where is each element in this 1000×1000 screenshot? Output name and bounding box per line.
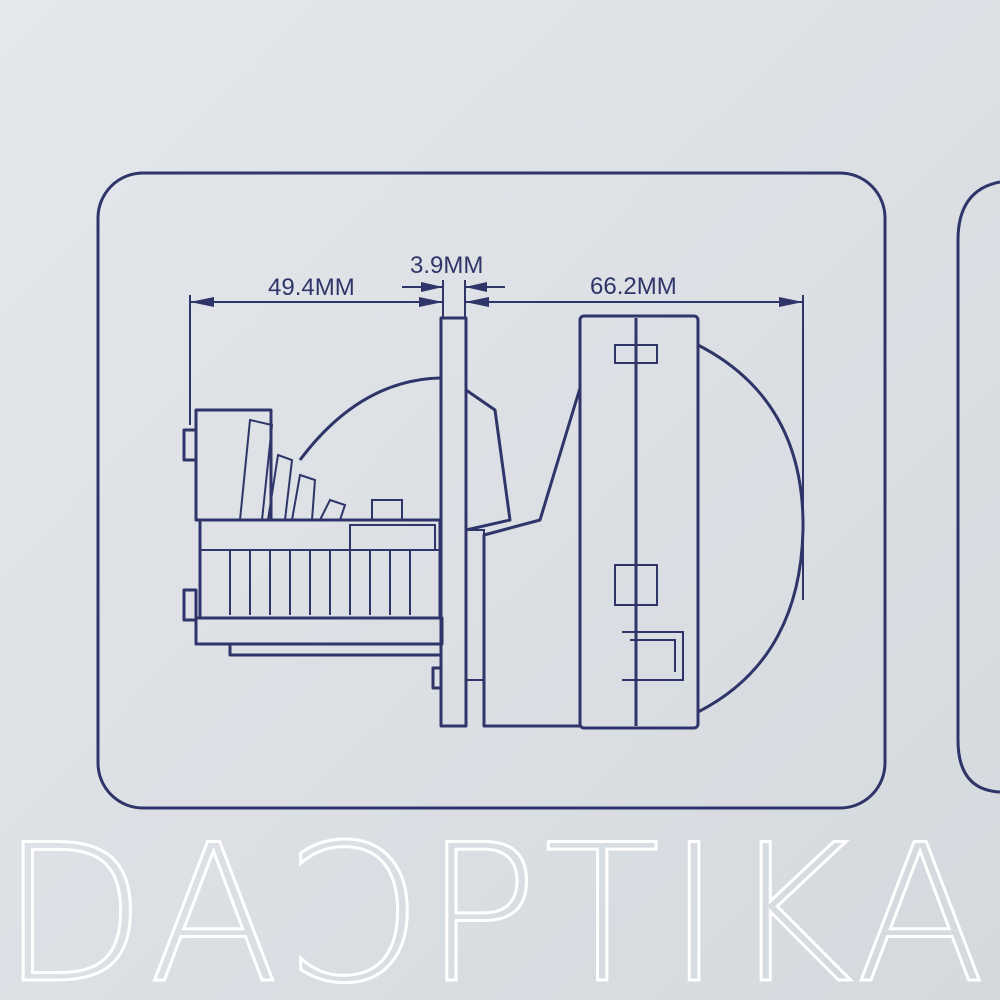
flange-screw xyxy=(431,666,443,690)
fan-dome xyxy=(298,376,441,461)
dim-label-left: 49.4MM xyxy=(268,274,355,301)
dim-label-flange: 3.9MM xyxy=(410,252,483,279)
dim-label-right: 66.2MM xyxy=(590,273,677,300)
flange-mount xyxy=(465,529,485,681)
diagram-panel xyxy=(96,171,887,810)
heatsink xyxy=(182,408,444,657)
flange-bracket xyxy=(465,388,512,532)
projector-lens-dome xyxy=(697,343,805,714)
dimension-lines xyxy=(189,280,804,600)
reflector-cone xyxy=(482,387,582,728)
next-panel-edge xyxy=(956,180,1000,794)
lens-housing xyxy=(578,314,700,730)
watermark-logo: DAƆPTIKA xyxy=(0,804,992,1000)
mounting-flange xyxy=(439,316,468,728)
